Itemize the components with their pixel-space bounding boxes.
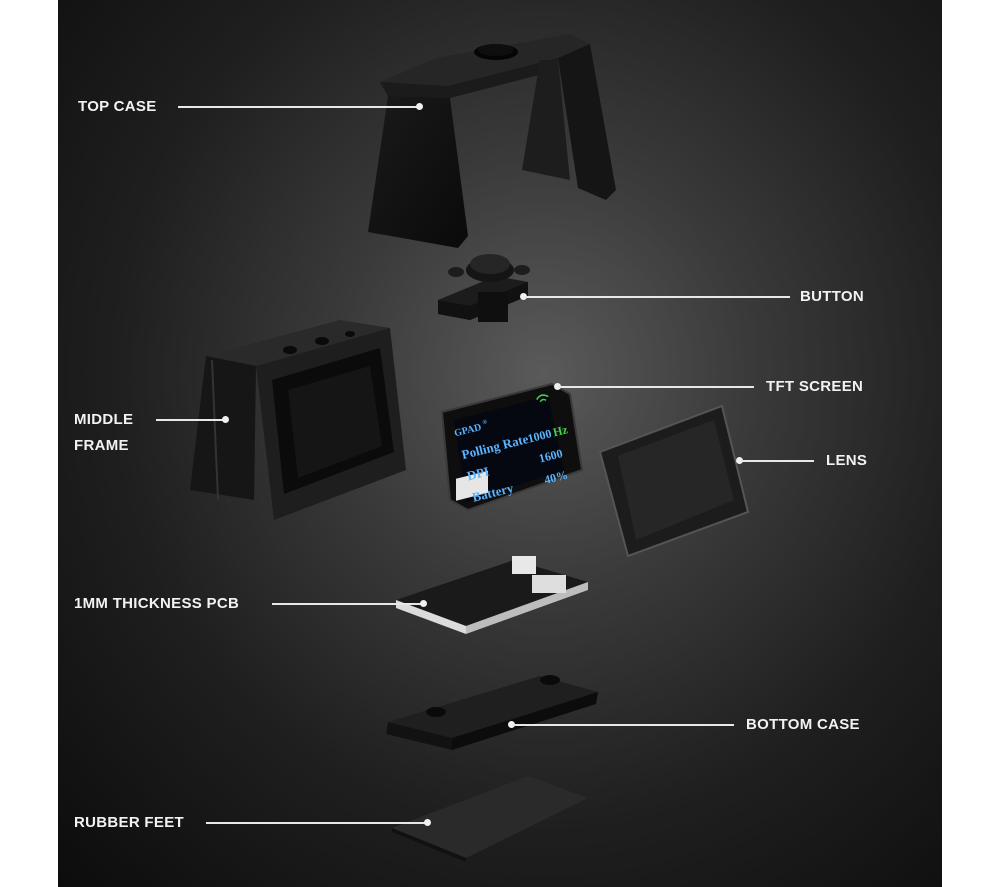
screen-brand-mark: ® (482, 418, 489, 426)
product-exploded-view: GPAD ® Polling Rate 1000 Hz DPI 1600 Bat… (58, 0, 942, 887)
middle-frame-part (190, 320, 406, 520)
lens-leader-line (740, 460, 814, 462)
lens-part (598, 404, 750, 558)
top-case-leader-line (178, 106, 418, 108)
screen-row-value: 1600 (537, 446, 564, 465)
pcb-leader-dot (420, 600, 427, 607)
top-case-part (368, 34, 616, 248)
bottom-case-label: BOTTOM CASE (746, 716, 860, 733)
top-case-label: TOP CASE (78, 98, 157, 115)
middle-frame-label-line2: FRAME (74, 437, 129, 454)
wifi-icon (536, 394, 549, 403)
middle-frame-label-line1: MIDDLE (74, 411, 134, 428)
screen-row-value: 40% (543, 467, 570, 486)
screen-row-label: DPI (465, 463, 490, 483)
middle-frame-leader-dot (222, 416, 229, 423)
lens-leader-dot (736, 457, 743, 464)
component-illustrations: GPAD ® Polling Rate 1000 Hz DPI 1600 Bat… (190, 34, 750, 862)
screen-row-unit: Hz (551, 422, 569, 439)
tft-screen-leader-line (558, 386, 754, 388)
top-case-leader-dot (416, 103, 423, 110)
tft-screen-label: TFT SCREEN (766, 378, 864, 395)
button-leader-dot (520, 293, 527, 300)
bottom-case-leader-line (512, 724, 734, 726)
button-label: BUTTON (800, 288, 865, 305)
screen-row-value: 1000 (526, 426, 553, 445)
button-part (438, 254, 530, 322)
middle-frame-leader-line (156, 419, 224, 421)
rubber-feet-label: RUBBER FEET (74, 814, 184, 831)
pcb-part (396, 470, 588, 634)
tft-screen-leader-dot (554, 383, 561, 390)
bottom-case-part (386, 675, 598, 750)
bottom-case-leader-dot (508, 721, 515, 728)
rubber-feet-part (392, 776, 588, 862)
rubber-feet-leader-dot (424, 819, 431, 826)
pcb-leader-line (272, 603, 422, 605)
pcb-label: 1MM THICKNESS PCB (74, 595, 240, 612)
button-leader-line (524, 296, 790, 298)
lens-label: LENS (826, 452, 868, 469)
rubber-feet-leader-line (206, 822, 426, 824)
